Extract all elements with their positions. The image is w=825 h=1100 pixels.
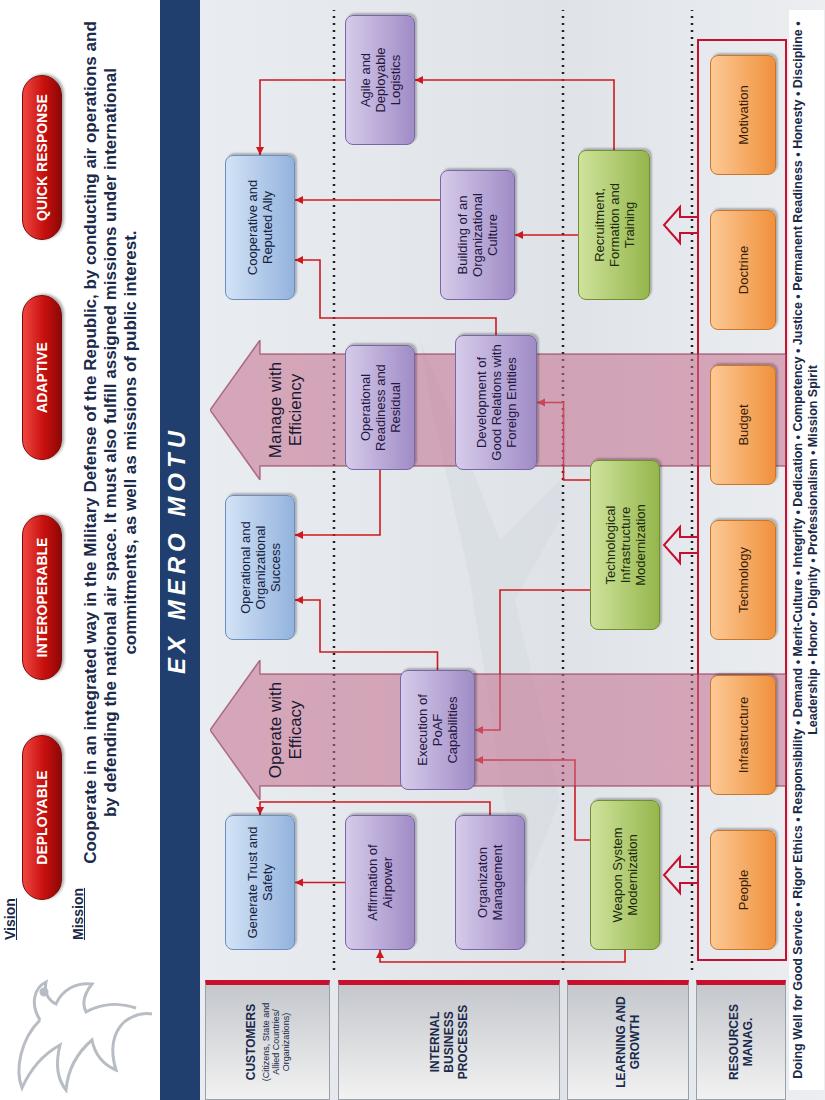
objective-box: Organizaton Management bbox=[455, 815, 525, 950]
section-heading: Vision bbox=[2, 870, 22, 940]
vision-pill: INTEROPERABLE bbox=[22, 515, 62, 680]
cause-effect-arrow bbox=[380, 950, 625, 962]
objective-box: Building of an Organizational Culture bbox=[440, 170, 515, 300]
objective-box: Execution of PoAF Capabilities bbox=[400, 670, 475, 790]
node-text: Affirmation of Airpower bbox=[365, 824, 395, 941]
node-text: Generate Trust and Safety bbox=[245, 824, 275, 941]
node-text: Execution of PoAF Capabilities bbox=[415, 679, 460, 781]
objective-box: Development of Good Relations with Forei… bbox=[455, 335, 537, 470]
resource-bracket bbox=[664, 40, 786, 960]
resource-box: Technology bbox=[710, 520, 776, 640]
motto-band bbox=[160, 0, 200, 1100]
resource-box: People bbox=[710, 830, 776, 950]
resource-box: Motivation bbox=[710, 55, 776, 175]
cause-effect-arrow bbox=[295, 600, 438, 670]
node-text: Operate with Efficacy bbox=[266, 660, 306, 800]
node-text: People bbox=[736, 870, 751, 910]
perspective-label: LEARNING AND GROWTH bbox=[567, 980, 689, 1100]
perspective-label: CUSTOMERS(Citizens, State and Allied Cou… bbox=[205, 980, 330, 1100]
cause-effect-arrow bbox=[415, 80, 614, 150]
objective-box: Recruitment, Formation and Training bbox=[578, 150, 650, 300]
node-text: QUICK RESPONSE bbox=[34, 94, 50, 221]
objective-box: Affirmation of Airpower bbox=[345, 815, 415, 950]
node-text: RESOURCES MANAG. bbox=[727, 991, 755, 1093]
objective-box: Operational Readiness and Residual bbox=[345, 345, 415, 470]
resource-box: Budget bbox=[710, 365, 776, 485]
cause-effect-arrow bbox=[295, 882, 345, 884]
node-text: LEARNING AND GROWTH bbox=[614, 991, 642, 1093]
node-text: INTEROPERABLE bbox=[34, 538, 50, 658]
node-text: Organizaton Management bbox=[475, 824, 505, 941]
arrow-outline bbox=[210, 660, 786, 800]
objective-box: Technological Infrastructure Modernizati… bbox=[590, 460, 660, 630]
objective-box: Cooperative and Reputed Ally bbox=[225, 155, 295, 300]
cause-effect-arrow bbox=[295, 470, 380, 535]
cause-effect-arrow bbox=[515, 234, 578, 236]
node-text: Motivation bbox=[736, 85, 751, 144]
cause-effect-arrow bbox=[260, 80, 345, 155]
motto-text: EX MERO MOTU bbox=[163, 350, 197, 750]
section-heading: Mission bbox=[70, 870, 90, 940]
resource-box: Infrastructure bbox=[710, 675, 776, 795]
node-text: CUSTOMERS bbox=[244, 1004, 258, 1080]
node-text: Agile and Deployable Logistics bbox=[358, 24, 403, 136]
node-text: Cooperative and Reputed Ally bbox=[245, 164, 275, 291]
vision-pill: DEPLOYABLE bbox=[22, 735, 62, 900]
node-text: Technology bbox=[736, 547, 751, 613]
objective-box: Weapon System Modernization bbox=[590, 800, 660, 950]
node-text: INTERNAL BUSINESS PROCESSES bbox=[428, 991, 470, 1093]
node-text: Technological Infrastructure Modernizati… bbox=[603, 469, 648, 621]
node-text: Doctrine bbox=[736, 246, 751, 294]
node-text: Manage with Efficiency bbox=[266, 340, 306, 480]
mission-text: Cooperate in an integrated way in the Mi… bbox=[66, 20, 156, 865]
resource-box: Doctrine bbox=[710, 210, 776, 330]
eagle-logo bbox=[19, 982, 152, 1090]
arrow-outline bbox=[210, 340, 786, 480]
values-line: Doing Well for Good Service • Rigor Ethi… bbox=[789, 10, 824, 1090]
node-text: Infrastructure bbox=[736, 697, 751, 774]
node-text: Weapon System Modernization bbox=[610, 809, 640, 941]
theme-arrow: Operate with Efficacy bbox=[210, 660, 786, 800]
node-text: ADAPTIVE bbox=[34, 342, 50, 413]
node-text: Budget bbox=[736, 404, 751, 445]
vision-pill: ADAPTIVE bbox=[22, 295, 62, 460]
node-text: Operational Readiness and Residual bbox=[358, 354, 403, 461]
objective-box: Generate Trust and Safety bbox=[225, 815, 295, 950]
node-text: Recruitment, Formation and Training bbox=[592, 159, 637, 291]
objective-box: Agile and Deployable Logistics bbox=[345, 15, 415, 145]
row-separators bbox=[334, 10, 692, 970]
node-text: DEPLOYABLE bbox=[34, 770, 50, 864]
node-subtext: (Citizens, State and Allied Countries/ O… bbox=[261, 991, 291, 1093]
node-text: Building of an Organizational Culture bbox=[455, 179, 500, 291]
vision-pill: QUICK RESPONSE bbox=[22, 75, 62, 240]
node-text: Development of Good Relations with Forei… bbox=[474, 344, 519, 461]
perspective-label: RESOURCES MANAG. bbox=[696, 980, 786, 1100]
cause-effect-arrow bbox=[260, 802, 490, 815]
cause-effect-arrow bbox=[295, 199, 440, 201]
perspective-label: INTERNAL BUSINESS PROCESSES bbox=[338, 980, 560, 1100]
node-text: Operational and Organizational Success bbox=[238, 504, 283, 631]
objective-box: Operational and Organizational Success bbox=[225, 495, 295, 640]
